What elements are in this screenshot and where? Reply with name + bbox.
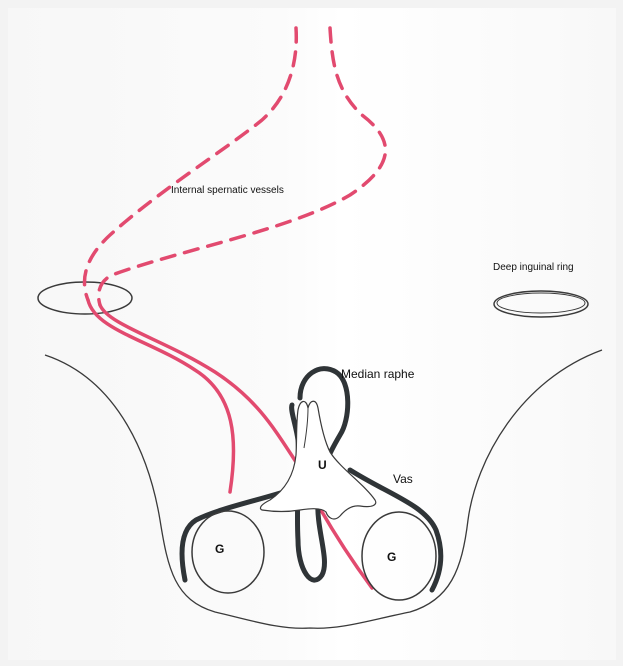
label-gonad-left: G xyxy=(215,542,224,556)
left-gonad xyxy=(192,511,264,593)
spermatic-vessel-solid-outer xyxy=(88,300,234,492)
spermatic-vessel-solid-inner xyxy=(100,305,298,465)
label-gonad-right: G xyxy=(387,550,396,564)
spermatic-vessel-dashed-outer xyxy=(84,28,296,300)
label-deep-inguinal-ring: Deep inguinal ring xyxy=(493,262,574,273)
spermatic-vessel-solid-cross xyxy=(318,505,372,588)
label-median-raphe: Median raphe xyxy=(341,367,415,381)
spermatic-vessel-dashed-inner xyxy=(99,28,386,305)
label-internal-spermatic-vessels: Internal spernatic vessels xyxy=(171,185,284,196)
left-deep-inguinal-ring xyxy=(38,282,132,314)
right-gonad xyxy=(362,512,436,600)
right-deep-inguinal-ring-inner xyxy=(497,293,585,313)
label-vas: Vas xyxy=(393,472,413,486)
label-urethra: U xyxy=(318,458,327,472)
